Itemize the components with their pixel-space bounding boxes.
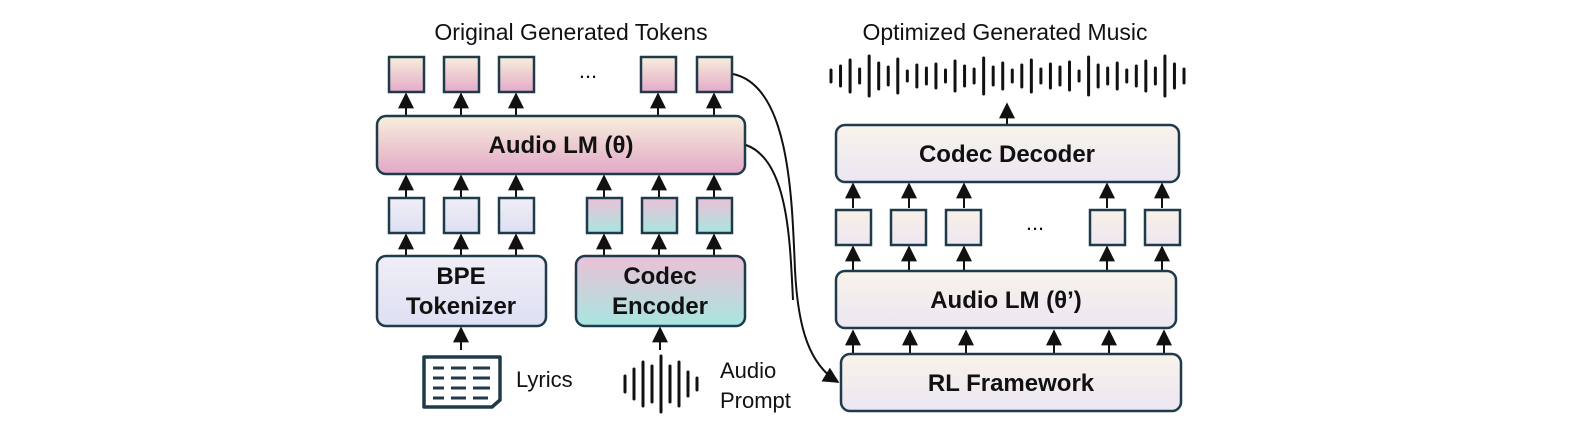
audio-token — [585, 196, 624, 235]
decoder-input-arrows — [845, 182, 1170, 208]
right-title: Optimized Generated Music — [862, 19, 1147, 45]
lm-prime-output-arrows — [845, 245, 1170, 270]
output-token — [497, 55, 536, 94]
output-waveform-icon — [829, 54, 1186, 98]
output-token — [695, 55, 734, 94]
lyric-token — [497, 196, 536, 235]
audio-lm-prime-box — [834, 269, 1178, 330]
left-ellipsis: ... — [579, 58, 597, 83]
output-token — [387, 55, 426, 94]
left-title: Original Generated Tokens — [434, 19, 707, 45]
lyrics-label: Lyrics — [516, 367, 573, 392]
feedback-curves — [732, 73, 840, 383]
rl-framework-box — [839, 352, 1183, 413]
audio-lm-label: Audio LM (θ) — [489, 132, 634, 159]
codec-encoder-box — [574, 254, 747, 328]
optimized-token — [1088, 208, 1127, 247]
rl-framework-label: RL Framework — [928, 370, 1095, 397]
encoder-token-arrows — [398, 233, 722, 256]
audio-lm-prime-label: Audio LM (θ’) — [930, 287, 1082, 314]
output-token — [442, 55, 481, 94]
audio-prompt-line1: Audio — [720, 358, 776, 383]
source-arrows — [453, 326, 668, 350]
codec-decoder-box — [834, 123, 1181, 184]
codec-encoder-line1: Codec — [623, 263, 696, 290]
lyric-token — [442, 196, 481, 235]
lyric-token — [387, 196, 426, 235]
document-icon — [422, 355, 502, 409]
bpe-tokenizer-line2: Tokenizer — [406, 293, 516, 320]
optimized-token — [889, 208, 928, 247]
output-token — [639, 55, 678, 94]
output-tokens — [387, 55, 734, 94]
optimized-tokens — [834, 208, 1182, 247]
rl-output-arrows — [845, 329, 1172, 353]
bpe-tokenizer-line1: BPE — [436, 263, 485, 290]
audio-tokens — [585, 196, 734, 235]
optimized-token — [1143, 208, 1182, 247]
optimized-token — [834, 208, 873, 247]
right-ellipsis: ... — [1026, 210, 1044, 235]
codec-decoder-label: Codec Decoder — [919, 141, 1095, 168]
input-token-arrows — [398, 174, 722, 197]
codec-encoder-line2: Encoder — [612, 293, 708, 320]
lyric-tokens — [387, 196, 536, 235]
audio-prompt-line2: Prompt — [720, 388, 791, 413]
optimized-token — [944, 208, 983, 247]
audio-token — [695, 196, 734, 235]
lm-output-arrows — [398, 92, 722, 116]
waveform-icon — [623, 354, 699, 414]
audio-lm-box — [375, 114, 747, 176]
audio-token — [640, 196, 679, 235]
bpe-tokenizer-box — [375, 254, 548, 328]
